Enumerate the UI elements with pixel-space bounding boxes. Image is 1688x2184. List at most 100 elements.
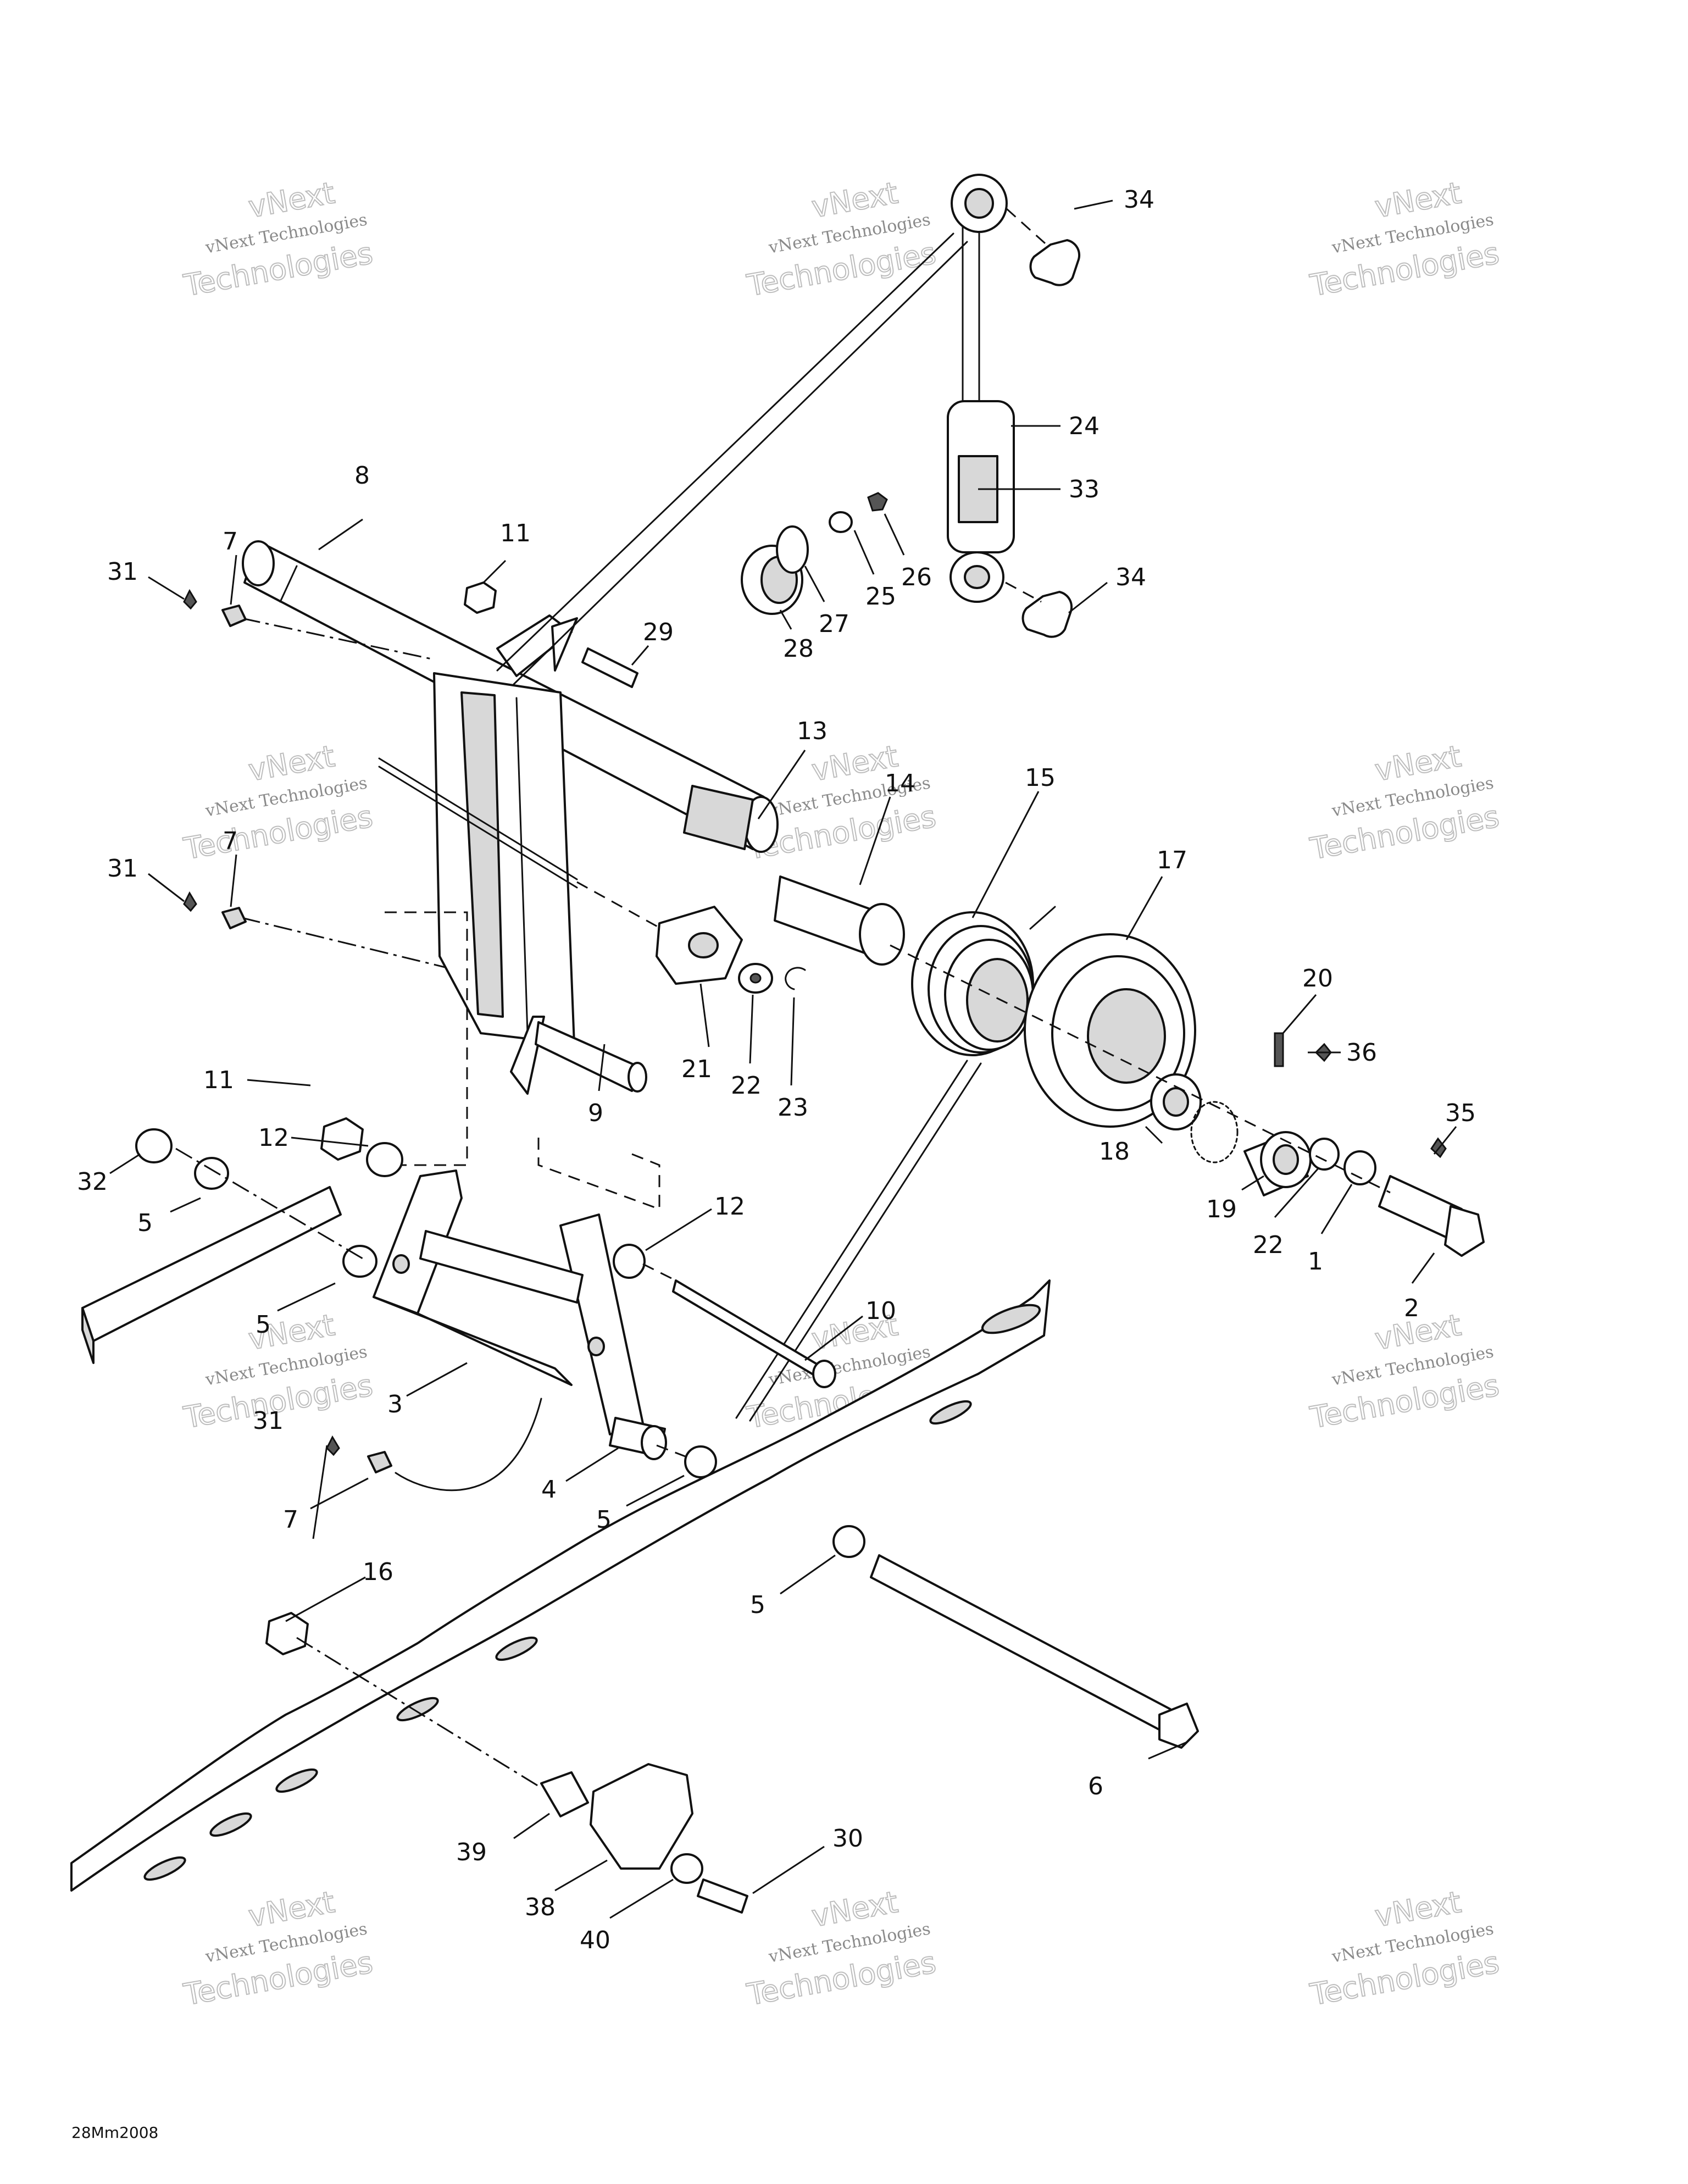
bracket-outline-right (537, 1138, 660, 1211)
shock-mount-line (496, 232, 954, 672)
callout-4: 4 (541, 1476, 557, 1504)
slide-rail-slot-6 (143, 1856, 186, 1881)
leader-34 (1074, 199, 1113, 210)
spring-15-leg (1029, 906, 1056, 930)
bolt-10-end (812, 1360, 836, 1388)
callout-38: 38 (525, 1893, 556, 1921)
axis-rail-left (175, 1148, 363, 1260)
callout-21: 21 (681, 1055, 712, 1083)
leader-34b (1068, 581, 1108, 614)
leader-39 (513, 1812, 550, 1839)
washer-5-d (832, 1525, 865, 1558)
bumper-32 (135, 1128, 173, 1163)
pivot-arm-hole (392, 1254, 410, 1274)
callout-33: 33 (1069, 475, 1100, 503)
callout-22: 22 (731, 1072, 762, 1100)
axis-upper-spacer (1006, 208, 1051, 248)
watermark: vNext vNext Technologies Technologies (1307, 1884, 1502, 2013)
shock-absorber (947, 174, 1081, 638)
leader-15 (971, 791, 1040, 918)
axle-9-end (628, 1062, 647, 1093)
callout-31-mid: 31 (107, 855, 138, 883)
bushing-19-bore (1273, 1144, 1299, 1175)
slide-rail-right-slot (981, 1304, 1041, 1334)
leader-1 (1320, 1184, 1353, 1234)
axis-pulley (890, 944, 1391, 1194)
shock-lower-eye-bore (964, 565, 990, 589)
grease-fittings (183, 581, 638, 1473)
slide-rail-slot-3 (396, 1697, 439, 1722)
callout-35: 35 (1445, 1099, 1476, 1127)
leader-16 (285, 1576, 366, 1622)
leader-10 (804, 1315, 863, 1361)
spring-pulley-assembly (735, 875, 1485, 1422)
watermark: vNext vNext Technologies Technologies (180, 738, 376, 867)
leader-31-lower (312, 1445, 328, 1539)
pivot-arm-hole-right (587, 1337, 605, 1356)
axle-6-head (1158, 1703, 1199, 1749)
leader-9 (598, 1044, 606, 1091)
callouts: 34 24 33 34 26 25 27 28 29 8 11 7 31 13 … (77, 186, 1476, 1954)
grease-hose (395, 1398, 542, 1492)
leader-5b (277, 1282, 336, 1312)
washer-40 (670, 1853, 703, 1884)
callout-27: 27 (819, 610, 849, 638)
watermark: vNext vNext Technologies Technologies (180, 1884, 376, 2013)
circlip-23 (785, 967, 806, 990)
callout-39: 39 (456, 1838, 487, 1866)
leader-20 (1282, 994, 1317, 1034)
callout-10: 10 (865, 1297, 896, 1325)
leader-4 (565, 1447, 619, 1482)
pin-rod (378, 757, 578, 880)
callout-5c: 5 (596, 1506, 612, 1534)
nut-16 (265, 1612, 309, 1655)
callout-40: 40 (580, 1926, 610, 1954)
washer-5-c (684, 1445, 717, 1478)
watermark: vNext vNext Technologies Technologies (743, 1884, 939, 2013)
drawing-code: 28Mm2008 (71, 2124, 158, 2142)
leader-7-upper (230, 555, 237, 605)
callout-7-upper: 7 (223, 528, 238, 556)
fitting-7-upper (221, 605, 247, 627)
leader-18 (1145, 1126, 1163, 1144)
leader-29 (631, 645, 649, 666)
leader-8 (318, 518, 363, 551)
leader-12-right (645, 1208, 712, 1251)
callout-13: 13 (797, 717, 828, 745)
axle-6 (870, 1554, 1171, 1732)
leader-27 (804, 566, 825, 602)
bolt-10 (672, 1279, 825, 1381)
assembly-axes (175, 232, 968, 1787)
grease-31-upper (183, 589, 197, 610)
grease-31-lower (326, 1435, 340, 1456)
slider-rail-left-end (81, 1307, 95, 1364)
callout-11-lower: 11 (203, 1066, 234, 1094)
bolt-2-head (1444, 1205, 1485, 1257)
callout-2: 2 (1404, 1294, 1419, 1322)
callout-19: 19 (1206, 1195, 1237, 1223)
leader-5d (780, 1554, 836, 1595)
callout-31-upper: 31 (107, 558, 138, 586)
tension-plate (433, 672, 575, 1045)
adjuster-21-nut (688, 932, 719, 958)
leader-23 (790, 997, 795, 1086)
shock-mount-line-2 (513, 241, 968, 685)
callout-1: 1 (1308, 1248, 1323, 1276)
leader-21 (699, 983, 710, 1047)
nut-11-upper (464, 581, 497, 614)
mount-ear-2 (551, 617, 578, 672)
callout-5a: 5 (137, 1209, 153, 1237)
bearing-18-bore (1163, 1087, 1189, 1117)
axle-6-and-stopper (265, 1554, 1199, 1914)
callout-15: 15 (1025, 764, 1056, 792)
bolt-29 (581, 647, 638, 688)
cap-25 (829, 511, 853, 533)
fitting-7-lower (367, 1451, 392, 1473)
leader-12-left (291, 1137, 369, 1147)
callout-6: 6 (1088, 1772, 1103, 1800)
leader-11 (482, 559, 507, 584)
axis-lower-spacer (1005, 581, 1042, 603)
spacer-34-lower (1021, 591, 1073, 638)
callout-5d: 5 (750, 1591, 765, 1619)
